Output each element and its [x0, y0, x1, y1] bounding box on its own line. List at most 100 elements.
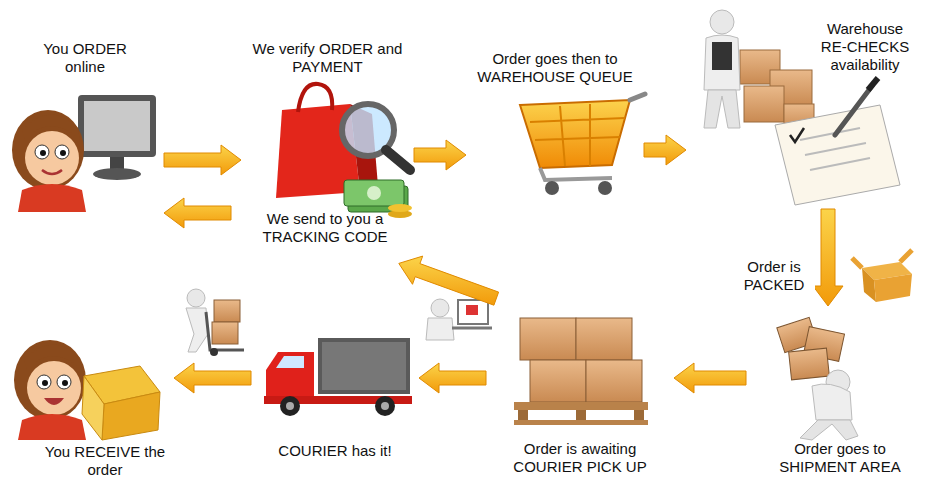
- worker-with-clipboard-part: [704, 35, 740, 90]
- open-box: [852, 250, 912, 302]
- worker-at-laptop: [426, 299, 492, 340]
- warehouse-boxes: [740, 50, 814, 130]
- pallet-of-boxes-part: [514, 420, 648, 425]
- customer-face-part: [25, 131, 79, 185]
- flow-arrow: [174, 363, 251, 393]
- pallet-of-boxes: [514, 318, 648, 425]
- flow-arrow: [414, 140, 466, 170]
- step-label: We send to you a TRACKING CODE: [240, 210, 410, 246]
- customer-receiving-part: [57, 375, 71, 389]
- shopping-cart-part: [530, 104, 625, 166]
- worker-with-dolly-part: [210, 348, 218, 356]
- computer-monitor: [78, 95, 156, 180]
- pallet-of-boxes-part: [576, 410, 586, 420]
- shopping-cart-part: [540, 168, 612, 180]
- worker-with-dolly-part: [214, 300, 240, 322]
- pallet-of-boxes-part: [520, 318, 576, 360]
- open-box-part: [852, 250, 912, 268]
- step-node: Order is awaiting COURIER PICK UP: [490, 300, 670, 485]
- magnifier: [342, 104, 410, 170]
- step-node: Order goes to SHIPMENT AREA: [750, 310, 930, 485]
- open-box-part: [862, 268, 876, 302]
- flow-arrow: [419, 363, 486, 393]
- computer-monitor-part: [93, 168, 141, 180]
- flow-arrow: [813, 209, 843, 306]
- pallet-of-boxes-part: [514, 402, 648, 410]
- worker-at-laptop-part: [466, 305, 478, 315]
- step-node: Warehouse RE-CHECKS availability: [690, 15, 935, 205]
- customer-receiving-part: [62, 380, 68, 386]
- money-stack-part: [344, 180, 404, 206]
- step-node: We send to you a TRACKING CODE: [235, 200, 420, 262]
- customer-receiving-part: [24, 344, 82, 370]
- customer-receiving-part: [102, 392, 160, 440]
- worker-at-laptop-part: [426, 318, 454, 340]
- customer-face-part: [42, 170, 62, 174]
- worker-with-dolly-part: [186, 308, 208, 352]
- step-node: We verify ORDER and PAYMENT: [245, 35, 410, 205]
- computer-monitor-part: [78, 95, 156, 157]
- customer-receiving-part: [44, 398, 64, 405]
- customer-receiving-part: [27, 361, 81, 415]
- pallet-of-boxes-part: [576, 318, 632, 360]
- customer-face-part: [40, 150, 46, 156]
- pallet-of-boxes-part: [518, 410, 528, 420]
- flow-arrow: [164, 145, 241, 175]
- open-box-part: [874, 274, 912, 302]
- delivery-truck-part: [286, 402, 294, 410]
- shopping-cart-part: [545, 181, 559, 195]
- customer-receiving-part: [18, 414, 86, 440]
- worker-with-clipboard: [704, 10, 740, 128]
- checklist-paper-part: [790, 128, 804, 142]
- computer-monitor-part: [84, 101, 150, 151]
- pallet-of-boxes-part: [530, 360, 586, 402]
- step-node: You RECEIVE the order: [10, 325, 170, 490]
- worker-with-dolly-part: [212, 322, 238, 344]
- shopping-cart-part: [520, 100, 630, 168]
- worker-at-laptop-part: [431, 299, 449, 317]
- edge-label: Order is PACKED: [733, 257, 815, 295]
- customer-face-part: [35, 145, 49, 159]
- step-label: Order is awaiting COURIER PICK UP: [490, 440, 670, 476]
- checklist-paper-part: [835, 86, 872, 135]
- checklist-paper-part: [775, 105, 900, 205]
- pallet-of-boxes-part: [586, 360, 642, 402]
- checklist-paper: [775, 78, 900, 205]
- magnifier-part: [386, 150, 410, 170]
- worker-at-laptop-part: [458, 300, 488, 324]
- delivery-truck-part: [266, 352, 314, 398]
- customer-face-part: [18, 184, 86, 212]
- step-node: You ORDER online: [10, 35, 160, 225]
- worker-carrying-boxes-part: [789, 348, 830, 380]
- flow-arrow: [164, 198, 231, 228]
- delivery-truck-part: [375, 396, 395, 416]
- step-label: Order goes then to WAREHOUSE QUEUE: [470, 50, 640, 86]
- step-label: You RECEIVE the order: [40, 443, 170, 479]
- money-stack-part: [367, 186, 381, 200]
- flow-arrow: [399, 256, 499, 305]
- step-label: Warehouse RE-CHECKS availability: [815, 20, 915, 74]
- customer-face-part: [60, 150, 66, 156]
- step-label: You ORDER online: [30, 40, 140, 76]
- worker-with-clipboard-part: [704, 90, 740, 128]
- customer-face-part: [55, 145, 69, 159]
- pallet-of-boxes-part: [634, 410, 644, 420]
- delivery-truck-part: [381, 402, 389, 410]
- worker-with-clipboard-part: [712, 42, 732, 70]
- delivery-truck: [264, 338, 412, 416]
- customer-receiving-part: [82, 376, 104, 440]
- step-label: Order goes to SHIPMENT AREA: [770, 440, 910, 476]
- step-label: COURIER has it!: [255, 442, 415, 460]
- delivery-truck-part: [318, 338, 410, 394]
- customer-receiving: [14, 340, 160, 440]
- worker-carrying-boxes-part: [800, 420, 858, 440]
- customer-receiving-part: [14, 340, 86, 420]
- customer-face-part: [22, 114, 80, 140]
- delivery-truck-part: [322, 342, 406, 390]
- customer-receiving-part: [42, 380, 48, 386]
- worker-at-laptop-part: [452, 327, 492, 330]
- step-node: COURIER has it!: [255, 330, 415, 470]
